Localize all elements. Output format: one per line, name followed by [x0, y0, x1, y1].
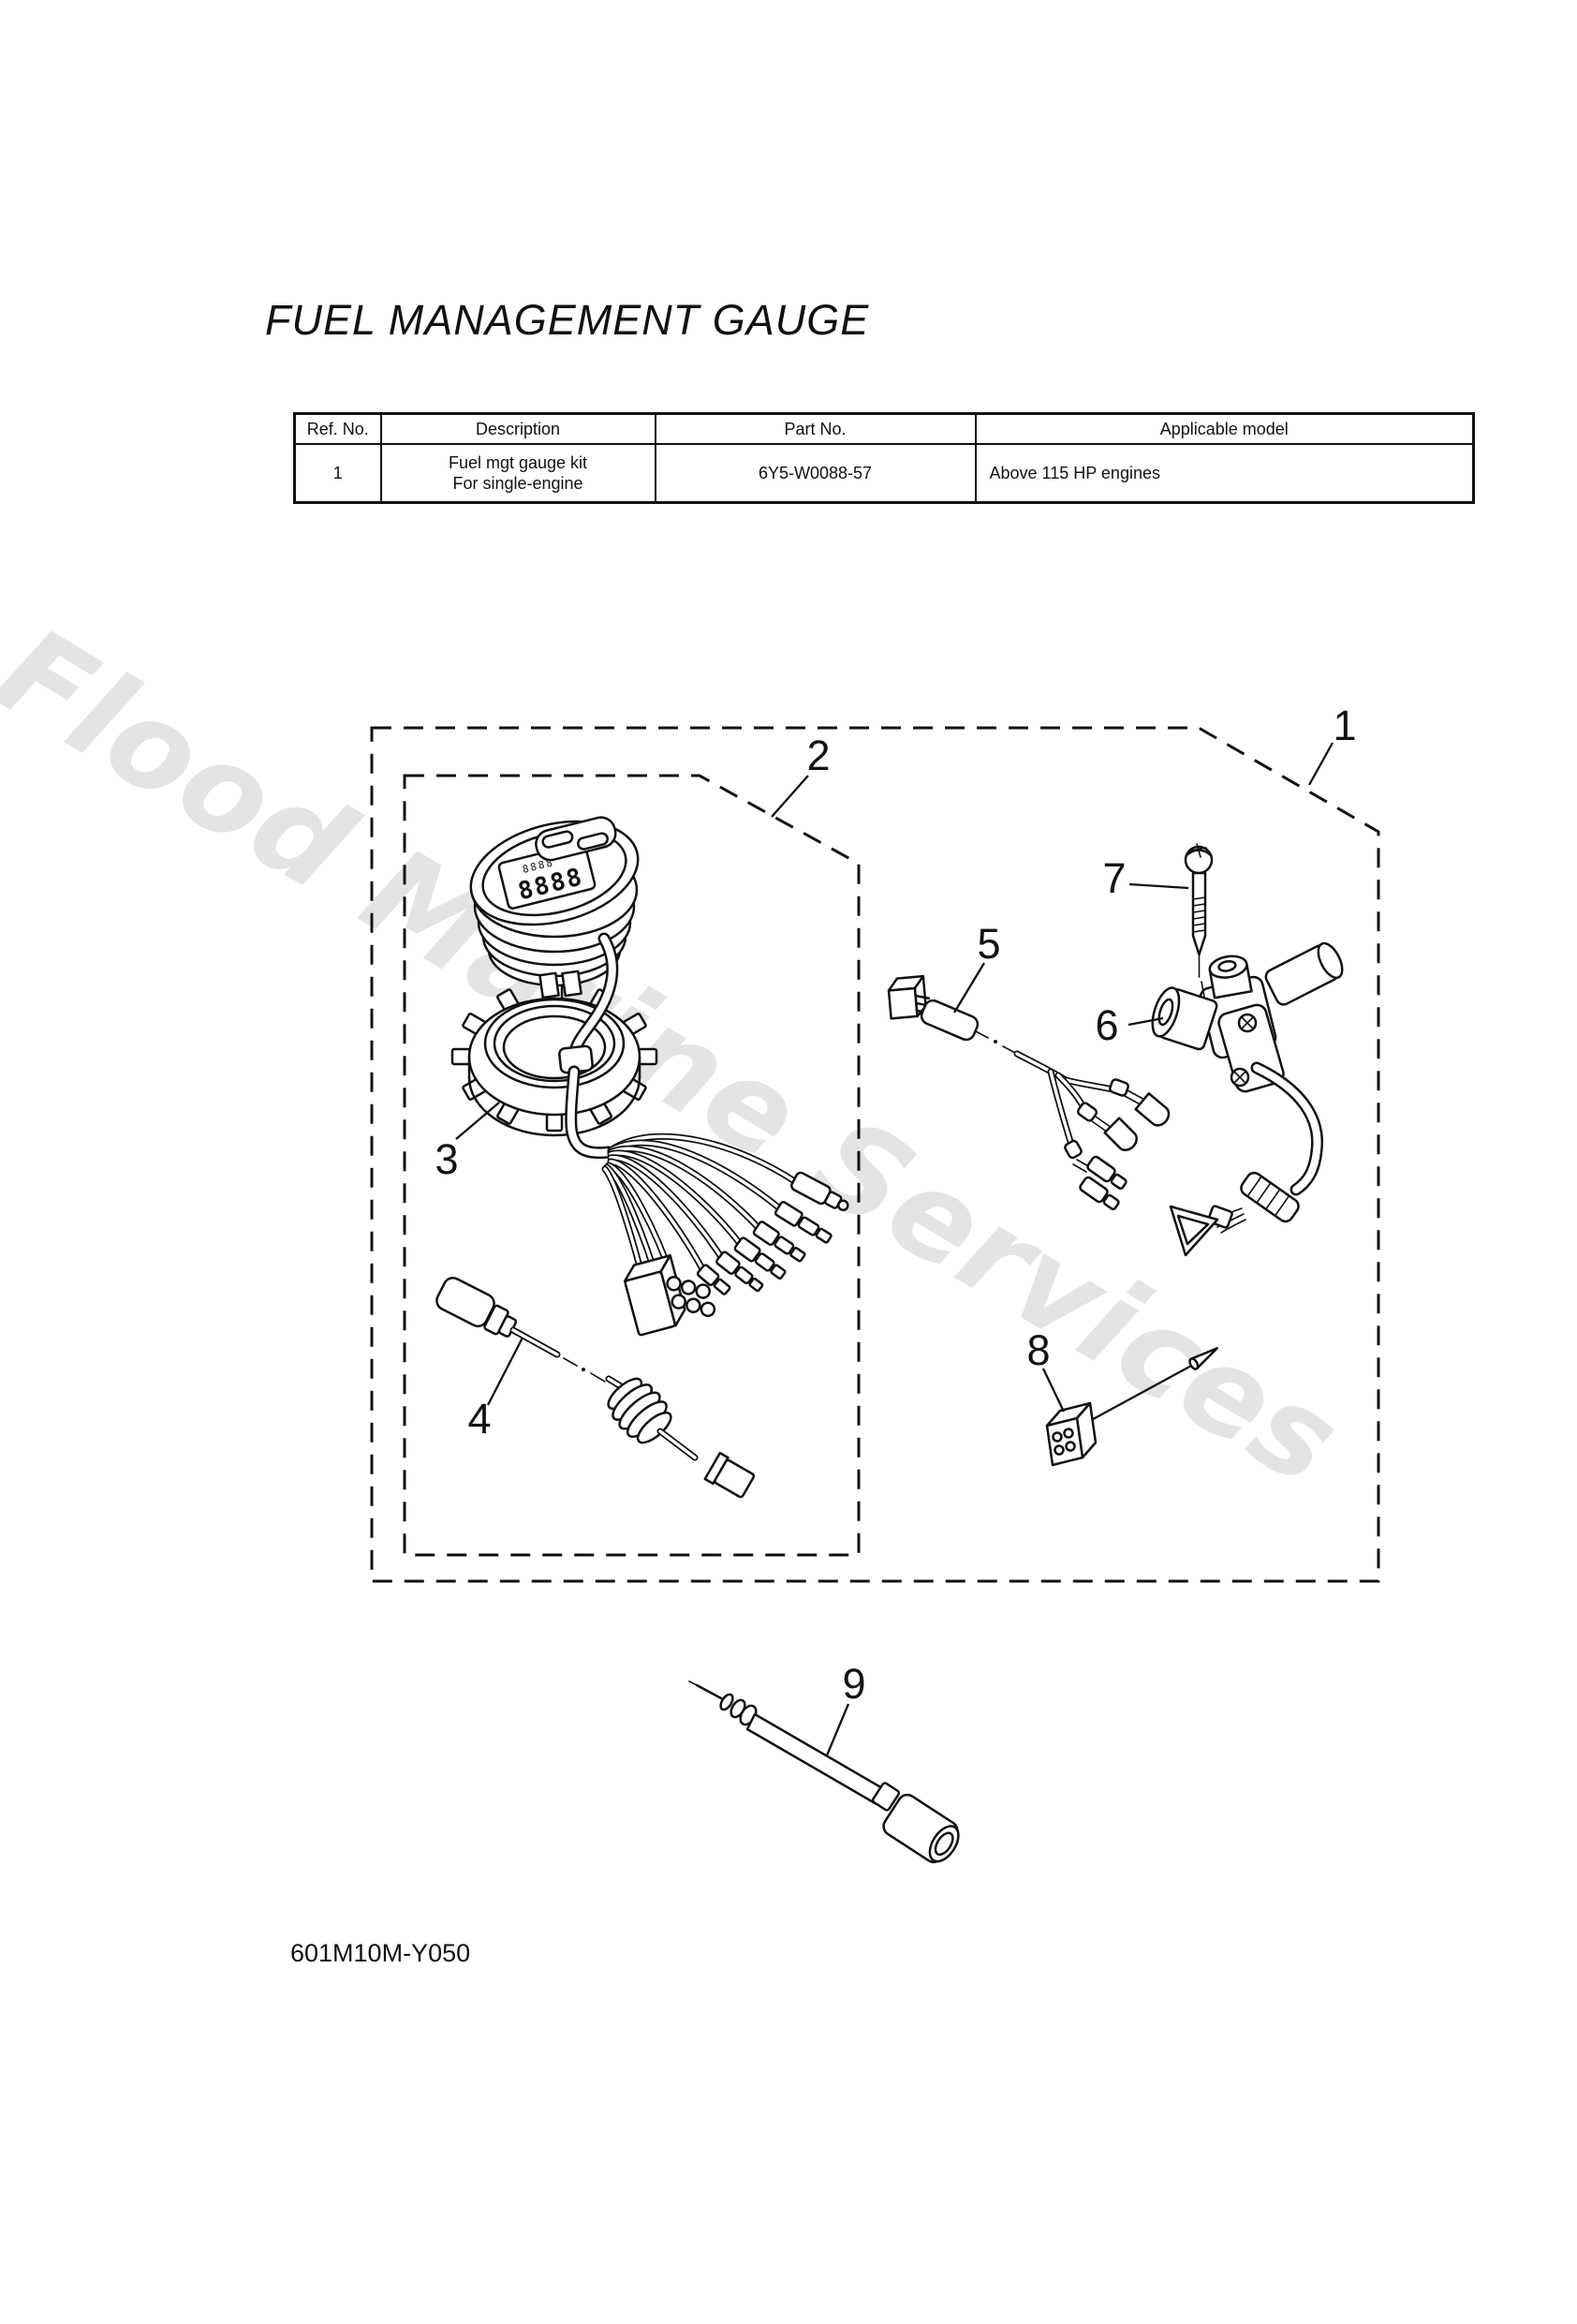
table-row: 1 Fuel mgt gauge kit For single-engine 6…: [293, 443, 1475, 504]
callouts: 1 2 3 4 5 6 7 8 9: [435, 702, 1357, 1756]
callout-6: 6: [1095, 1001, 1118, 1049]
cell-applicable-model: Above 115 HP engines: [974, 443, 1475, 504]
kit-boundary-outline-1: [370, 726, 1380, 1583]
callout-1: 1: [1333, 702, 1356, 749]
spade-terminal: [1134, 1092, 1171, 1127]
col-header-ref-no: Ref. No.: [293, 412, 382, 445]
col-header-applicable-model: Applicable model: [974, 412, 1475, 445]
fuel-sensor-probe: [688, 1680, 960, 1864]
cable-end-plug: [703, 1451, 756, 1499]
cell-ref-no: 1: [293, 443, 382, 504]
cell-part-no: 6Y5-W0088-57: [654, 443, 977, 504]
gauge-cable: [558, 932, 619, 1160]
page-title: FUEL MANAGEMENT GAUGE: [265, 296, 870, 344]
fuel-flow-sensor: [1151, 941, 1344, 1257]
extension-cable: [435, 1276, 756, 1499]
four-pin-connector: [1045, 1347, 1219, 1467]
mounting-screw: [1184, 843, 1214, 998]
gauge-buttons-pod: [535, 816, 617, 862]
multi-pin-connector: [623, 1254, 716, 1337]
callout-7: 7: [1102, 854, 1126, 902]
col-header-description: Description: [379, 412, 656, 445]
parts-table: Ref. No. Description Part No. Applicable…: [293, 412, 1475, 504]
callout-8: 8: [1026, 1326, 1050, 1374]
cell-description: Fuel mgt gauge kit For single-engine: [379, 443, 656, 504]
gauge-head: 8888 8888: [469, 816, 640, 999]
gauge-button-icon: [577, 832, 609, 851]
phillips-screw-icon: [1230, 1013, 1258, 1088]
gauge-button-icon: [541, 830, 574, 849]
sleeve-connector: [715, 1251, 764, 1293]
callout-4: 4: [467, 1395, 491, 1443]
pigtail-plug: [1169, 1205, 1233, 1257]
sleeve-connector: [696, 1264, 731, 1295]
kit-boundary-outline-2: [403, 774, 861, 1557]
spade-terminal: [1103, 1117, 1138, 1151]
description-line-2: For single-engine: [452, 474, 583, 493]
callout-3: 3: [435, 1135, 458, 1183]
sleeve-connector: [774, 1201, 833, 1244]
table-header-row: Ref. No. Description Part No. Applicable…: [293, 412, 1475, 445]
callout-2: 2: [806, 732, 830, 779]
callout-5: 5: [977, 920, 1000, 968]
bullet-connector: [790, 1171, 849, 1212]
gauge-wiring-harness: [601, 1132, 849, 1337]
description-line-1: Fuel mgt gauge kit: [448, 452, 588, 472]
sub-wire-harness: [887, 974, 1171, 1211]
callout-9: 9: [842, 1660, 865, 1708]
sleeve-connector: [752, 1221, 806, 1263]
drawing-code: 601M10M-Y050: [290, 1939, 471, 1967]
direction-arrow-icon: [1188, 1347, 1219, 1370]
sleeve-connector: [733, 1236, 787, 1280]
col-header-part-no: Part No.: [654, 412, 977, 445]
lock-ring: [450, 981, 658, 1137]
